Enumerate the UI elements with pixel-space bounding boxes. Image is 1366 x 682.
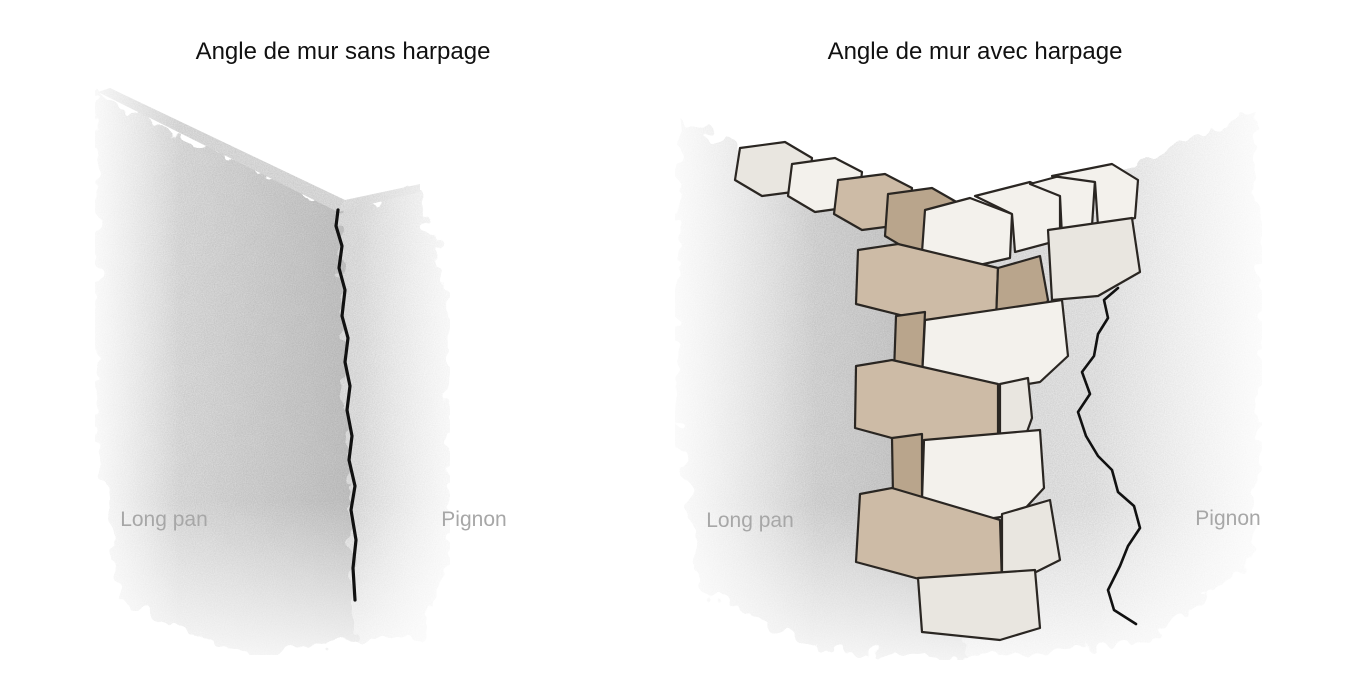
corner-crack [334,208,358,602]
corner-quoin-stones [853,216,1142,642]
label-long-pan-right: Long pan [706,509,794,532]
title-with-toothing: Angle de mur avec harpage [827,38,1123,65]
label-long-pan-left: Long pan [120,508,208,531]
top-stone-course [733,140,1140,270]
pignon-crack [1076,286,1142,626]
title-without-toothing: Angle de mur sans harpage [195,38,491,65]
wall-corner-with-toothing [660,90,1280,682]
label-pignon-left: Pignon [441,508,507,531]
wall-corner-without-toothing [80,80,480,680]
label-pignon-right: Pignon [1195,507,1261,530]
